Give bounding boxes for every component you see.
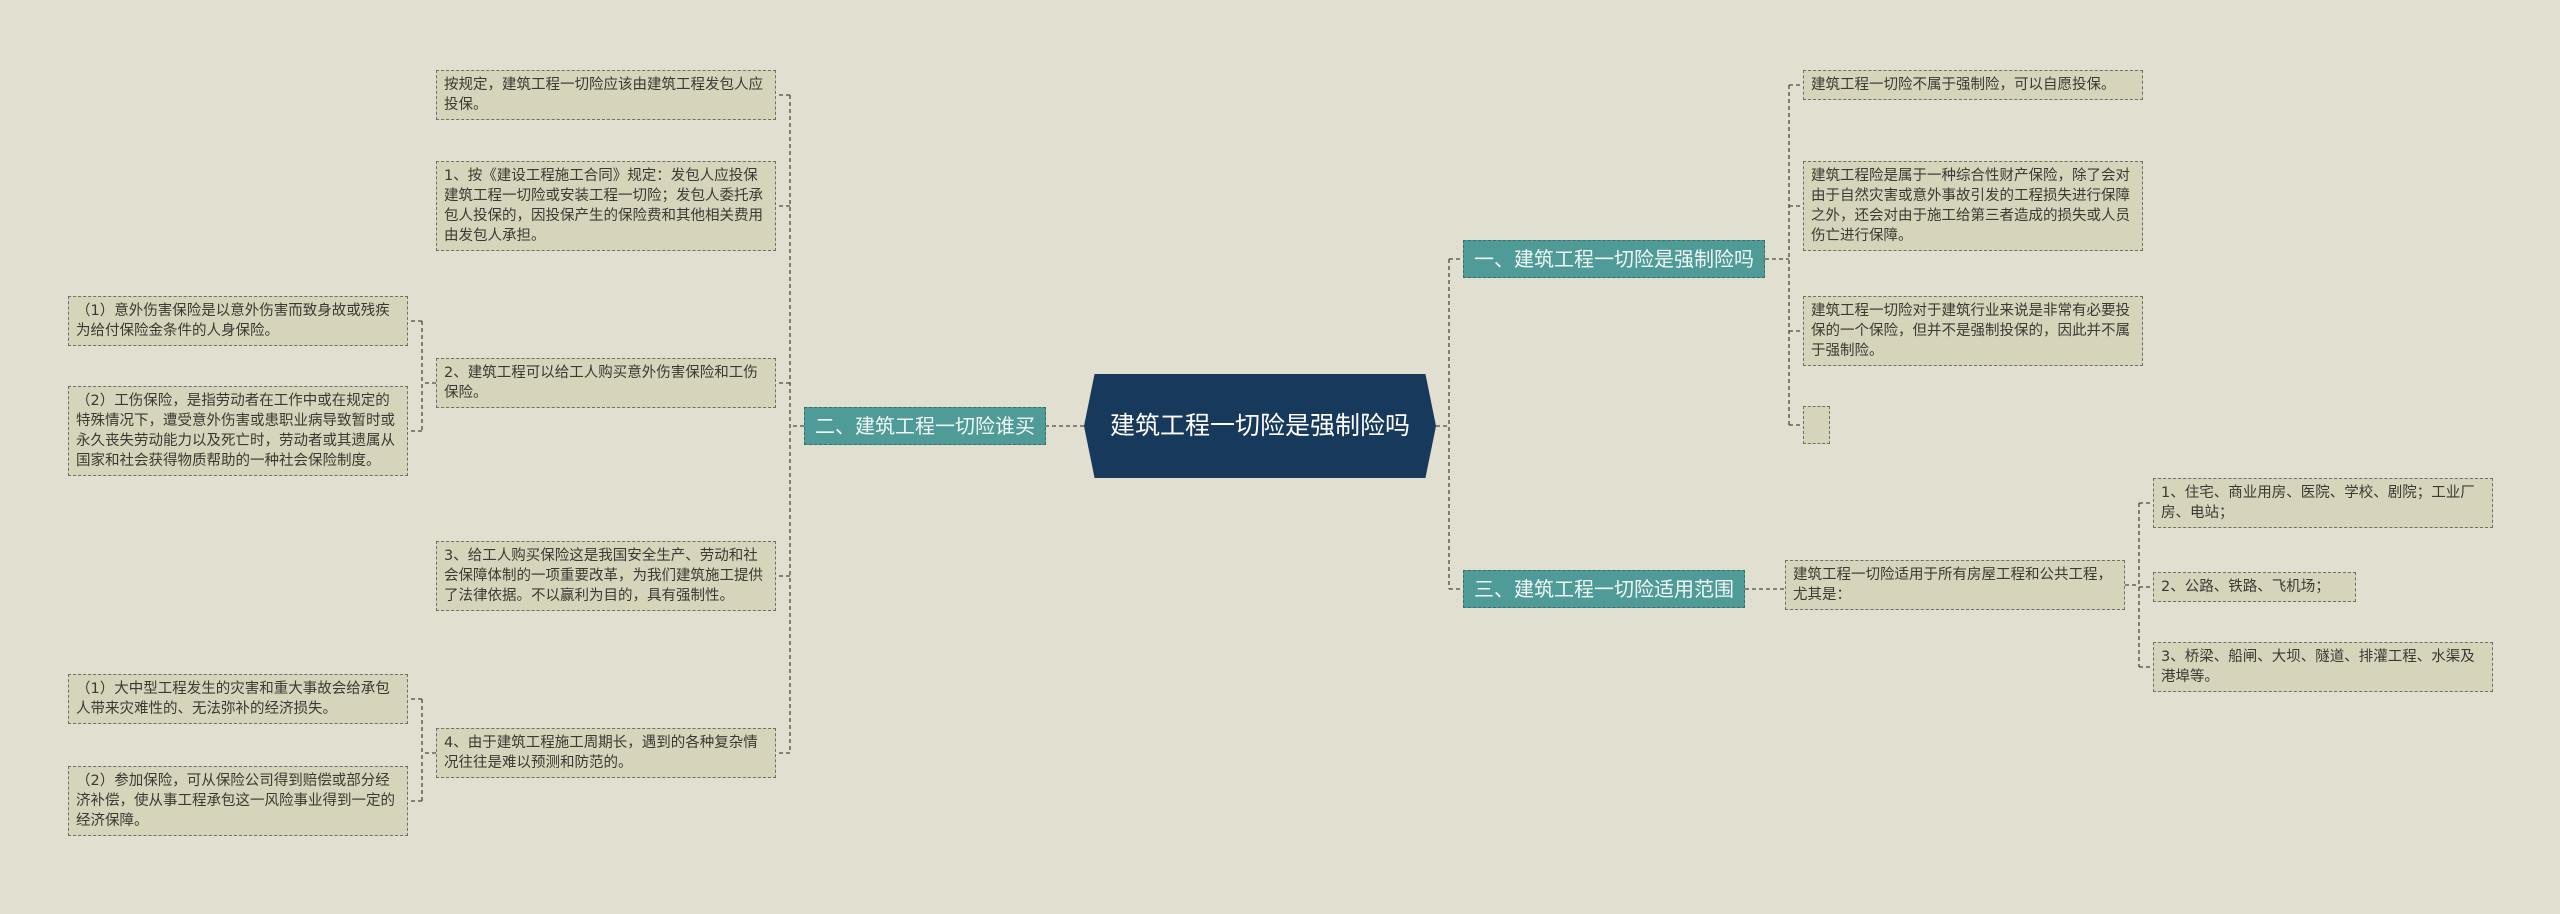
leaf-node[interactable]: 4、由于建筑工程施工周期长，遇到的各种复杂情况往往是难以预测和防范的。 xyxy=(436,728,776,778)
leaf-node[interactable]: 建筑工程险是属于一种综合性财产保险，除了会对由于自然灾害或意外事故引发的工程损失… xyxy=(1803,161,2143,251)
sub-leaf-node[interactable]: （1）意外伤害保险是以意外伤害而致身故或残疾为给付保险金条件的人身保险。 xyxy=(68,296,408,346)
branch-who-buys[interactable]: 二、建筑工程一切险谁买 xyxy=(804,407,1046,445)
leaf-node[interactable]: 建筑工程一切险对于建筑行业来说是非常有必要投保的一个保险，但并不是强制投保的，因… xyxy=(1803,296,2143,366)
sub-leaf-node[interactable]: （2）工伤保险，是指劳动者在工作中或在规定的特殊情况下，遭受意外伤害或患职业病导… xyxy=(68,386,408,476)
leaf-node[interactable]: 2、公路、铁路、飞机场； xyxy=(2153,572,2356,602)
center-topic[interactable]: 建筑工程一切险是强制险吗 xyxy=(1084,374,1436,478)
branch-label: 三、建筑工程一切险适用范围 xyxy=(1474,577,1734,601)
empty-leaf-node[interactable] xyxy=(1803,406,1830,444)
leaf-node[interactable]: 建筑工程一切险不属于强制险，可以自愿投保。 xyxy=(1803,70,2143,100)
leaf-node[interactable]: 1、住宅、商业用房、医院、学校、剧院；工业厂房、电站； xyxy=(2153,478,2493,528)
leaf-node[interactable]: 2、建筑工程可以给工人购买意外伤害保险和工伤保险。 xyxy=(436,358,776,408)
branch-label: 二、建筑工程一切险谁买 xyxy=(815,414,1035,438)
branch-label: 一、建筑工程一切险是强制险吗 xyxy=(1474,247,1754,271)
scope-intro-node[interactable]: 建筑工程一切险适用于所有房屋工程和公共工程，尤其是： xyxy=(1785,560,2125,610)
leaf-node[interactable]: 1、按《建设工程施工合同》规定：发包人应投保建筑工程一切险或安装工程一切险；发包… xyxy=(436,161,776,251)
leaf-node[interactable]: 按规定，建筑工程一切险应该由建筑工程发包人应投保。 xyxy=(436,70,776,120)
center-topic-label: 建筑工程一切险是强制险吗 xyxy=(1109,411,1410,440)
leaf-node[interactable]: 3、给工人购买保险这是我国安全生产、劳动和社会保障体制的一项重要改革，为我们建筑… xyxy=(436,541,776,611)
leaf-node[interactable]: 3、桥梁、船闸、大坝、隧道、排灌工程、水渠及港埠等。 xyxy=(2153,642,2493,692)
branch-compulsory[interactable]: 一、建筑工程一切险是强制险吗 xyxy=(1463,240,1765,278)
sub-leaf-node[interactable]: （1）大中型工程发生的灾害和重大事故会给承包人带来灾难性的、无法弥补的经济损失。 xyxy=(68,674,408,724)
sub-leaf-node[interactable]: （2）参加保险，可从保险公司得到赔偿或部分经济补偿，使从事工程承包这一风险事业得… xyxy=(68,766,408,836)
branch-scope[interactable]: 三、建筑工程一切险适用范围 xyxy=(1463,570,1745,608)
